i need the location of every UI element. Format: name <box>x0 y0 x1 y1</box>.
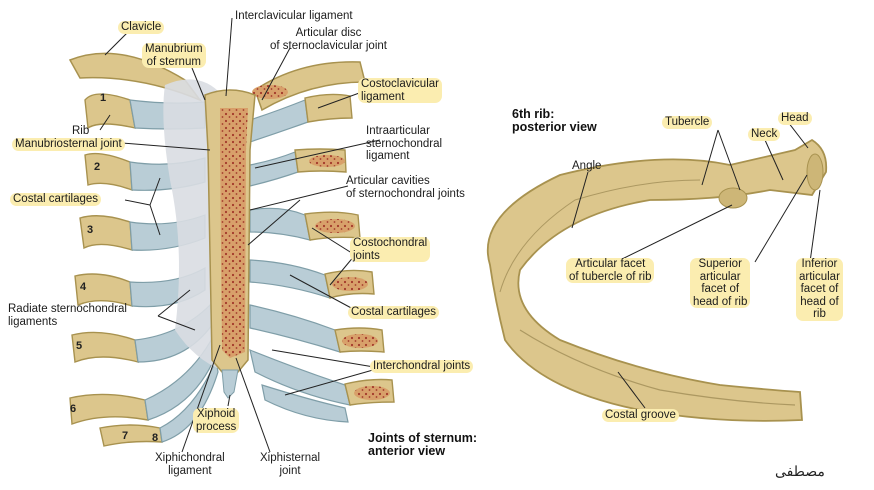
rib-number-5: 5 <box>76 340 83 352</box>
label-superior-facet-line2: articular <box>699 270 741 283</box>
label-articular-cavities-line2: of sternochondral joints <box>346 187 465 200</box>
label-rib: Rib <box>72 125 90 137</box>
signature: مصطفى <box>775 464 825 480</box>
label-inferior-facet-line3: facet of <box>800 283 839 295</box>
label-articular-facet-of-tubercle: Articular facet of tubercle of rib <box>566 258 655 283</box>
label-intraarticular-ligament: Intraarticular sternochondral ligament <box>366 125 442 163</box>
label-manubriosternal-joint: Manubriosternal joint <box>12 138 125 151</box>
sternum-title-line2: anterior view <box>368 444 446 458</box>
label-neck: Neck <box>748 128 781 141</box>
rib-figure-title: 6th rib: posterior view <box>512 108 597 134</box>
cut-rib-ends <box>252 85 390 400</box>
rib-number-4: 4 <box>80 281 87 293</box>
label-facet-tubercle-line2: of tubercle of rib <box>569 270 652 283</box>
label-xiphichondral-line2: ligament <box>168 464 212 477</box>
label-costochondral-joints: Costochondral joints <box>350 237 431 262</box>
label-intraarticular-line1: Intraarticular <box>366 125 430 137</box>
sternum-title-line1: Joints of sternum: <box>368 431 478 445</box>
label-inferior-facet-line5: rib <box>813 308 826 320</box>
label-costochondral-line2: joints <box>353 249 380 262</box>
rib-number-8: 8 <box>152 432 159 444</box>
label-angle: Angle <box>572 160 602 172</box>
label-tubercle: Tubercle <box>662 116 713 129</box>
rib-number-7: 7 <box>122 430 129 442</box>
label-articular-disc-line2: of sternoclavicular joint <box>270 39 387 52</box>
label-superior-facet-line3: facet of <box>701 283 740 295</box>
label-clavicle: Clavicle <box>118 21 165 34</box>
label-xiphoid-process: Xiphoid process <box>193 408 240 433</box>
rib-number-1: 1 <box>100 92 107 104</box>
label-articular-cavities-line1: Articular cavities <box>346 175 430 187</box>
label-intraarticular-line3: ligament <box>366 150 410 162</box>
rib-number-6: 6 <box>70 403 77 415</box>
label-costal-cartilages-right: Costal cartilages <box>348 306 440 319</box>
label-xiphichondral-ligament: Xiphichondral ligament <box>155 452 225 477</box>
label-manubrium-line2: of sternum <box>146 55 201 68</box>
label-radiate-line2: ligaments <box>8 315 58 328</box>
label-articular-disc: Articular disc of sternoclavicular joint <box>270 27 387 52</box>
label-costoclavicular-ligament: Costoclavicular ligament <box>358 78 442 103</box>
label-costal-cartilages-left: Costal cartilages <box>10 193 102 206</box>
label-manubrium: Manubrium of sternum <box>142 43 206 68</box>
sixth-rib <box>486 138 828 422</box>
label-costoclavicular-line2: ligament <box>361 90 405 103</box>
sternum-figure-title: Joints of sternum: anterior view <box>368 432 477 458</box>
label-inferior-facet-line2: articular <box>799 270 840 283</box>
left-ribs <box>69 93 163 447</box>
label-superior-facet-line4: head of rib <box>693 295 748 308</box>
label-radiate-line1: Radiate sternochondral <box>8 303 127 315</box>
label-radiate-sternochondral-ligaments: Radiate sternochondral ligaments <box>8 303 127 328</box>
label-interchondral-joints: Interchondral joints <box>370 360 474 373</box>
rib-title-line1: 6th rib: <box>512 107 555 121</box>
rib-title-line2: posterior view <box>512 120 597 134</box>
label-manubrium-line1: Manubrium <box>145 43 203 55</box>
label-xiphichondral-line1: Xiphichondral <box>155 452 225 464</box>
label-inferior-facet-line4: head of <box>800 295 839 308</box>
label-costal-groove: Costal groove <box>602 409 679 422</box>
label-interclavicular-ligament: Interclavicular ligament <box>235 10 353 22</box>
label-xiphoid-line1: Xiphoid <box>196 408 236 420</box>
label-inferior-facet-line1: Inferior <box>801 258 838 270</box>
label-articular-cavities: Articular cavities of sternochondral joi… <box>346 175 465 200</box>
sternum <box>204 89 256 399</box>
right-costal-cartilages <box>249 99 351 423</box>
label-superior-articular-facet: Superior articular facet of head of rib <box>690 258 751 308</box>
label-facet-tubercle-line1: Articular facet <box>575 258 646 270</box>
rib-number-2: 2 <box>94 161 101 173</box>
label-intraarticular-line2: sternochondral <box>366 137 443 150</box>
label-costochondral-line1: Costochondral <box>353 237 428 249</box>
label-articular-disc-line1: Articular disc <box>295 27 362 39</box>
label-head: Head <box>778 112 812 125</box>
label-superior-facet-line1: Superior <box>698 258 742 270</box>
label-xiphoid-line2: process <box>196 420 237 433</box>
label-inferior-articular-facet: Inferior articular facet of head of rib <box>796 258 843 321</box>
leader-lines-rib <box>571 121 821 409</box>
label-xiphisternal-line1: Xiphisternal <box>260 452 321 464</box>
label-xiphisternal-line2: joint <box>279 464 301 477</box>
label-costoclavicular-line1: Costoclavicular <box>361 78 439 90</box>
rib-number-3: 3 <box>87 224 94 236</box>
label-xiphisternal-joint: Xiphisternal joint <box>260 452 320 477</box>
leader-lines-sternum <box>99 17 381 453</box>
